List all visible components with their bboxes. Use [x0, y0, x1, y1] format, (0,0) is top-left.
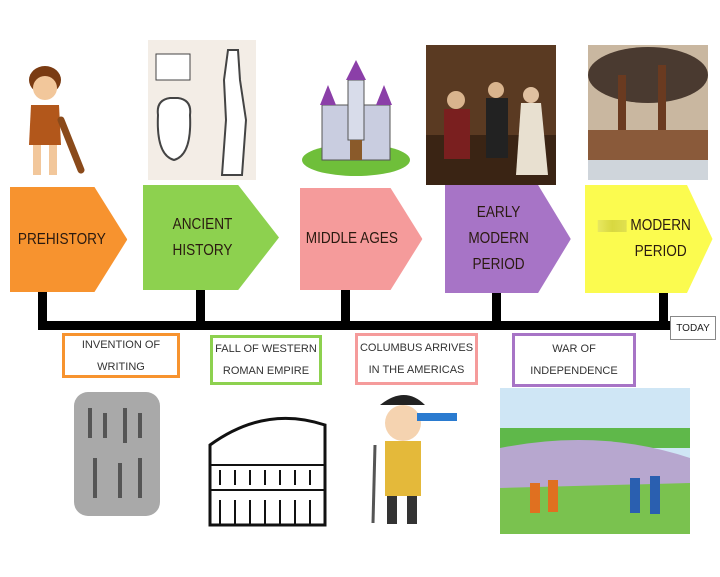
caveman-image: [29, 66, 85, 175]
period-modern: MODERN PERIOD: [585, 185, 713, 293]
timeline-stem: [38, 292, 47, 324]
columbus-image: [371, 395, 457, 524]
timeline-stem: [341, 290, 350, 324]
early-modern-painting-image: [426, 45, 556, 185]
event-invention-of-writing: INVENTION OF WRITING: [62, 333, 180, 378]
period-label: ANCIENT HISTORY: [172, 215, 233, 259]
colosseum-image: [208, 416, 327, 527]
ancient-history-image: [148, 40, 256, 180]
period-label: MIDDLE AGES: [305, 230, 398, 247]
clay-tablet-image: [74, 392, 160, 516]
event-fall-of-rome: FALL OF WESTERN ROMAN EMPIRE: [210, 335, 322, 385]
industrial-factory-image: [588, 45, 708, 180]
period-label: PREHISTORY: [17, 230, 106, 248]
castle-image: [302, 60, 410, 176]
timeline-stem: [196, 290, 205, 324]
period-label-row: MODERN PERIOD: [598, 213, 691, 265]
timeline-stem: [492, 293, 501, 324]
timeline-stem: [659, 293, 668, 324]
period-prehistory: PREHISTORY: [10, 187, 128, 292]
event-columbus: COLUMBUS ARRIVES IN THE AMERICAS: [355, 333, 478, 385]
war-drawing-image: [500, 388, 690, 534]
event-war-of-independence: WAR OF INDEPENDENCE: [512, 333, 636, 387]
blurred-text: [598, 220, 628, 232]
timeline-axis: [38, 321, 672, 330]
today-label: TODAY: [670, 316, 716, 340]
period-label: EARLY MODERN PERIOD: [468, 204, 529, 273]
period-early-modern: EARLY MODERN PERIOD: [445, 185, 571, 293]
period-middle-ages: MIDDLE AGES: [300, 188, 423, 290]
period-label: MODERN PERIOD: [630, 217, 691, 260]
period-ancient-history: ANCIENT HISTORY: [143, 185, 279, 290]
